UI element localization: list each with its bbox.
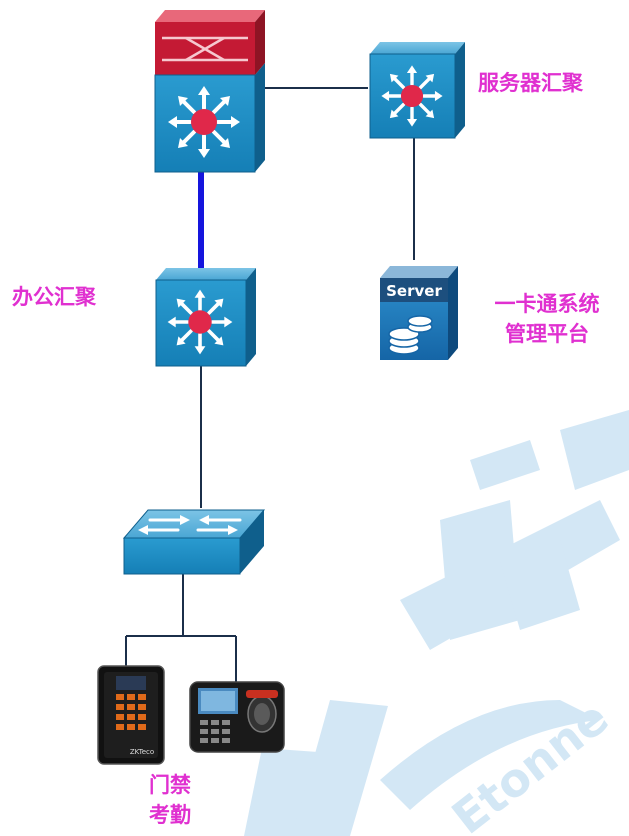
server-icon: Server [380, 266, 458, 360]
attendance-device-icon [189, 681, 285, 753]
watermark-stroke-7 [500, 540, 580, 630]
access-switch-icon [122, 509, 266, 575]
server-icon-label: Server [386, 282, 442, 300]
watermark-stroke-8 [380, 700, 600, 810]
server-aggregation-switch-icon [369, 42, 465, 139]
database-icon [388, 315, 433, 355]
label-terminals-line2: 考勤 [149, 803, 191, 827]
core-switch-icon [154, 63, 265, 173]
access-device-brand: ZKTeco [130, 748, 154, 756]
label-server-aggregation: 服务器汇聚 [478, 71, 583, 95]
watermark-stroke-4 [440, 500, 520, 640]
link-access-switch-to-terminals [125, 574, 237, 682]
access-control-device-icon: ZKTeco [97, 665, 165, 765]
watermark-stroke-2 [292, 700, 388, 836]
label-platform-line2: 管理平台 [505, 322, 589, 346]
watermark-stroke-6 [470, 440, 540, 490]
office-aggregation-switch-icon [155, 268, 256, 367]
label-terminals-line1: 门禁 [149, 773, 191, 797]
watermark-stroke-5 [560, 410, 629, 490]
watermark: Etonne [244, 410, 629, 836]
label-platform-line1: 一卡通系统 [494, 292, 600, 316]
firewall-icon [155, 10, 265, 75]
label-office-aggregation: 办公汇聚 [12, 285, 96, 309]
